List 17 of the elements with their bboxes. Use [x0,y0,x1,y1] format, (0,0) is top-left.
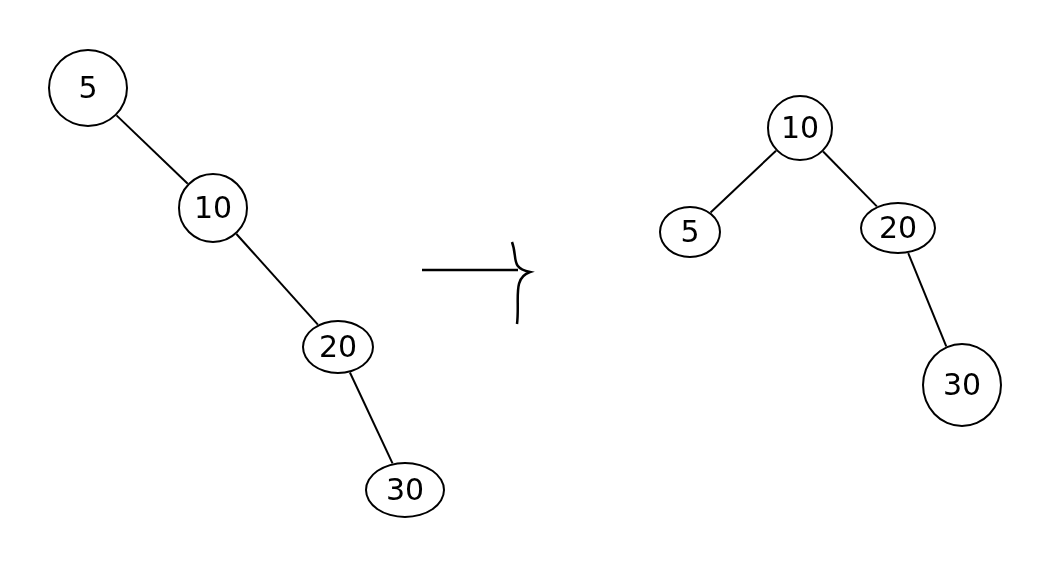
tree-edge-line [907,252,948,348]
node-value: 10 [780,113,820,143]
tree-node-circle [178,173,248,243]
tree-edge-line [115,114,189,185]
node-value: 30 [942,370,982,400]
tree-edge-line [235,233,319,326]
tree-edge-line [822,150,878,208]
tree-edge-line [709,149,777,214]
node-value: 5 [78,73,98,103]
node-value: 5 [680,217,700,247]
node-value: 30 [385,475,425,505]
tree-edge-line [348,371,394,465]
tree-node-circle [659,206,721,258]
node-value: 20 [878,213,918,243]
node-value: 20 [318,332,358,362]
tree-node-circle [767,95,833,161]
node-value: 10 [193,193,233,223]
